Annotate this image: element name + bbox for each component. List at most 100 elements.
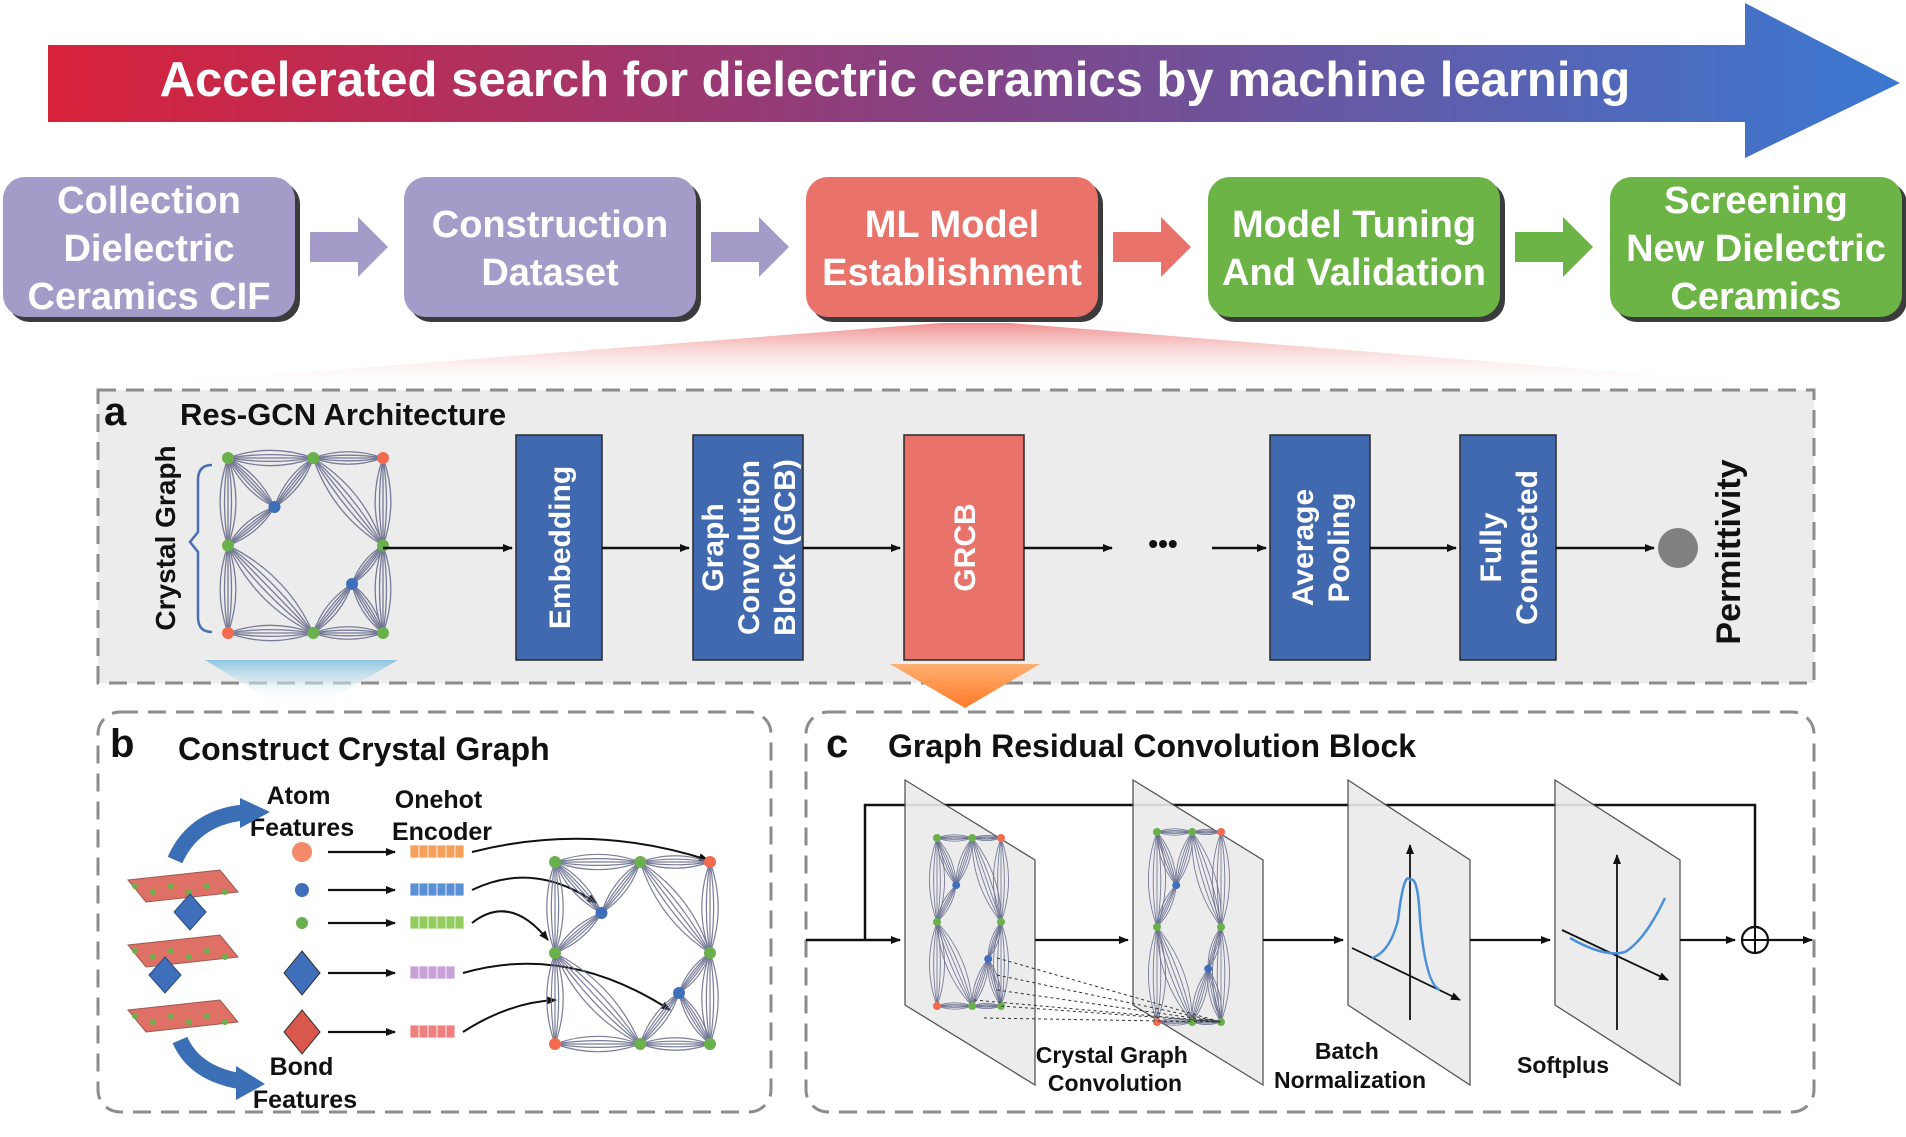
graph-node (346, 578, 358, 590)
graph-edge (640, 861, 711, 869)
orange-funnel (890, 664, 1040, 708)
graph-edge (987, 958, 1002, 1007)
atom-features-label: Atom Features (250, 782, 354, 842)
graph-edge (1220, 926, 1226, 1023)
graph-edge (554, 861, 603, 914)
atom-feature-dot (296, 917, 308, 929)
graph-edge (554, 912, 602, 954)
graph-edge (227, 628, 314, 634)
graph-edge (554, 952, 641, 1045)
crystal-atom (150, 954, 156, 960)
panel-c-drawing (806, 778, 1813, 1087)
graph-node (268, 501, 281, 513)
graph-edge (273, 457, 314, 508)
graph-node (222, 452, 234, 464)
graph-edge (971, 958, 989, 1007)
flow-step-label: Model Tuning (1232, 204, 1476, 246)
convolution-dashed-line (996, 957, 1222, 1023)
graph-edge (313, 629, 384, 634)
graph-edge (554, 952, 641, 1045)
graph-edge (227, 545, 237, 634)
graph-edge (971, 837, 1002, 923)
panel-b-letter: b (110, 722, 134, 766)
graph-edge (550, 952, 556, 1045)
graph-edge (1156, 926, 1193, 1023)
crystal-atom (222, 1019, 228, 1025)
graph-edge (227, 449, 314, 459)
banner-arrow (48, 3, 1900, 158)
graph-edge (1191, 831, 1222, 928)
graph-edge (227, 457, 314, 463)
graph-node (984, 954, 993, 963)
graph-edge (1156, 926, 1193, 1023)
graph-edge (639, 861, 711, 954)
graph-edge (955, 837, 973, 886)
graph-node (933, 834, 941, 842)
graph-edge (1191, 968, 1209, 1023)
graph-edge (936, 837, 957, 886)
graph-edge (936, 921, 973, 1007)
graph-edge (313, 632, 384, 640)
graph-node (952, 881, 961, 890)
graph-node (1153, 923, 1161, 931)
graph-edge (1175, 831, 1193, 886)
graph-edge (1156, 885, 1177, 928)
graph-node (1153, 828, 1161, 836)
onehot-cell (427, 844, 438, 859)
graph-edge (1152, 926, 1158, 1023)
crystal-graph-label: Crystal Graph (150, 445, 181, 630)
graph-edge (1152, 831, 1158, 928)
graph-edge (955, 837, 973, 886)
encoder-to-graph-arrow (471, 910, 549, 941)
graph-edge (1207, 968, 1222, 1023)
flow-step-box (806, 177, 1098, 317)
graph-edge (554, 861, 603, 914)
feature-plane (1347, 778, 1471, 1087)
crystal-graph-brace (188, 463, 213, 634)
graph-edge (928, 921, 938, 1007)
graph-edge (313, 457, 384, 465)
graph-node (595, 906, 608, 919)
crystal-octahedron (148, 956, 182, 994)
onehot-cell (418, 882, 429, 897)
graph-edge (313, 454, 384, 459)
graph-edge (554, 861, 641, 871)
graph-edge (639, 861, 711, 954)
graph-edge (313, 626, 384, 634)
graph-edge (640, 855, 711, 863)
arch-block-label-line: Fully (1475, 512, 1508, 582)
bn-axis-x (1351, 947, 1461, 1001)
crystal-atom (168, 948, 174, 954)
crystal-atom (132, 948, 138, 954)
arch-block (1459, 434, 1557, 661)
graph-edge (554, 952, 641, 1045)
crystal-atom (222, 954, 228, 960)
onehot-cell (409, 915, 420, 930)
graph-edge (933, 921, 938, 1007)
crystal-graph-icon (219, 449, 392, 642)
graph-edge (554, 861, 602, 914)
graph-edge (378, 457, 384, 546)
graph-edge (1175, 831, 1193, 886)
graph-edge (709, 861, 715, 954)
graph-edge (312, 457, 384, 546)
graph-edge (639, 861, 711, 954)
crystal-graph-convolution-label: Crystal Graph Convolution (1036, 1042, 1195, 1096)
graph-edge (312, 457, 384, 546)
crystal-atom (168, 1013, 174, 1019)
panel-a: a Res-GCN Architecture Crystal Graph Emb… (96, 388, 1816, 708)
graph-edge (936, 921, 941, 1007)
graph-edge (705, 952, 711, 1045)
graph-node (1204, 964, 1213, 973)
graph-edge (227, 545, 314, 634)
curved-arrow-bottom-head (236, 1066, 265, 1100)
graph-edge (227, 544, 314, 634)
graph-edge (1207, 968, 1222, 1023)
crystal-octahedron (173, 893, 207, 931)
graph-node (1153, 1018, 1161, 1026)
graph-edge (1000, 837, 1010, 923)
graph-edge (936, 837, 957, 886)
